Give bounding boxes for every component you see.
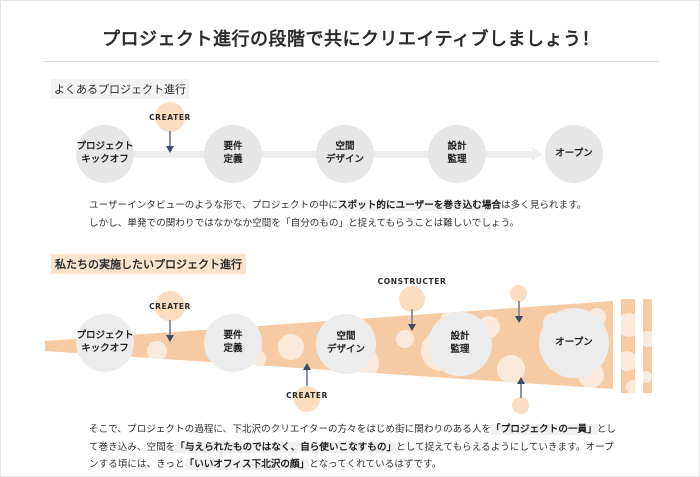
stage-circle-open: オープン xyxy=(545,125,603,183)
creater-arrow-up-icon xyxy=(302,363,311,386)
arrow-head-icon xyxy=(165,146,174,153)
constructer-label: CONSTRUCTER xyxy=(377,277,447,286)
connector-3-4 xyxy=(353,151,439,158)
stage-label: 要件 定義 xyxy=(223,330,243,354)
paragraph-text: しかし、単発での関わりではなかなか空間を「自分のもの」と捉えてもらうことは難しい… xyxy=(89,217,520,229)
arrow-head-icon xyxy=(514,316,523,323)
page-title: プロジェクト進行の段階で共にクリエイティブしましょう！ xyxy=(101,29,601,50)
stage-label: プロジェクト キックオフ xyxy=(76,141,134,165)
participant-arrow-down-icon xyxy=(514,301,523,323)
creater-dot-icon xyxy=(155,291,185,321)
paragraph-text: となってくれているはずです。 xyxy=(309,459,442,471)
paragraph-text: ユーザーインタビューのような形で、プロジェクトの中に xyxy=(89,200,339,211)
paragraph-text: として巻き込み、空間を xyxy=(89,424,616,453)
stage2-circle-space-design: 空間 デザイン xyxy=(316,314,376,374)
emphasis-text: 「いいオフィス下北沢の顔」 xyxy=(184,459,310,471)
participant-arrow-up-icon xyxy=(516,377,525,398)
creater-arrow-down-icon xyxy=(165,320,174,342)
constructer-arrow-down-icon xyxy=(407,309,416,331)
emphasis-text: スポット的にユーザーを巻き込む場合 xyxy=(338,200,502,211)
stage-label: オープン xyxy=(555,336,593,348)
constructer-dot-icon xyxy=(399,286,425,312)
connector-4-5-arrow xyxy=(465,147,542,161)
stage-label: 設計 監理 xyxy=(447,141,467,165)
creater-dot-icon xyxy=(294,386,320,412)
creater-label: CREATER xyxy=(286,391,328,400)
stage-label: 要件 定義 xyxy=(223,141,243,165)
paragraph-text: そこで、プロジェクトの過程に、下北沢のクリエイターの方々をはじめ街に関わりのある… xyxy=(89,424,492,435)
stage-label: 設計 監理 xyxy=(450,331,470,355)
section-2-heading: 私たちの実施したいプロジェクト進行 xyxy=(51,254,246,274)
stage-circle-supervision: 設計 監理 xyxy=(428,125,486,183)
stage2-circle-kickoff: プロジェクト キックオフ xyxy=(76,314,134,372)
emphasis-text: 「与えられたものではなく、自ら使いこなすもの」 xyxy=(175,441,397,453)
participant-dot-icon xyxy=(512,397,529,414)
participant-dot-icon xyxy=(510,285,527,302)
paragraph-text: は多く見られます。 xyxy=(501,200,587,211)
arrow-head-icon xyxy=(516,377,525,384)
paragraph-text: として捉えてもらえるようにしていきます。オープンする頃には、きっと xyxy=(89,441,614,471)
stage-label: オープン xyxy=(555,147,593,159)
title-divider xyxy=(43,61,659,62)
stage-label: プロジェクト キックオフ xyxy=(76,330,134,354)
creater-label: CREATER xyxy=(149,302,191,311)
stage-label: 空間 デザイン xyxy=(325,141,364,165)
section-1-heading: よくあるプロジェクト進行 xyxy=(51,79,189,99)
section-2-paragraph: そこで、プロジェクトの過程に、下北沢のクリエイターの方々をはじめ街に関わりのある… xyxy=(89,421,619,474)
stage2-circle-requirements: 要件 定義 xyxy=(204,314,262,372)
stage-label: 空間 デザイン xyxy=(326,331,365,355)
creater-arrow-down-icon xyxy=(165,131,174,153)
connector-2-3 xyxy=(241,151,327,158)
arrow-head-icon xyxy=(165,335,174,342)
section-1-paragraph: ユーザーインタビューのような形で、プロジェクトの中にスポット的にユーザーを巻き込… xyxy=(89,197,619,232)
connector-1-2 xyxy=(129,151,215,158)
creater-label: CREATER xyxy=(149,113,191,122)
emphasis-text: 「プロジェクトの一員」 xyxy=(491,424,597,435)
stage-circle-requirements: 要件 定義 xyxy=(204,125,262,183)
stage2-circle-supervision: 設計 監理 xyxy=(428,312,492,376)
arrow-head-icon xyxy=(302,363,311,370)
stage-circle-kickoff: プロジェクト キックオフ xyxy=(76,125,134,183)
stage2-circle-open: オープン xyxy=(539,308,609,378)
stage-circle-space-design: 空間 デザイン xyxy=(316,125,374,183)
creater-dot-icon xyxy=(155,102,185,132)
arrow-head-icon xyxy=(407,324,416,331)
